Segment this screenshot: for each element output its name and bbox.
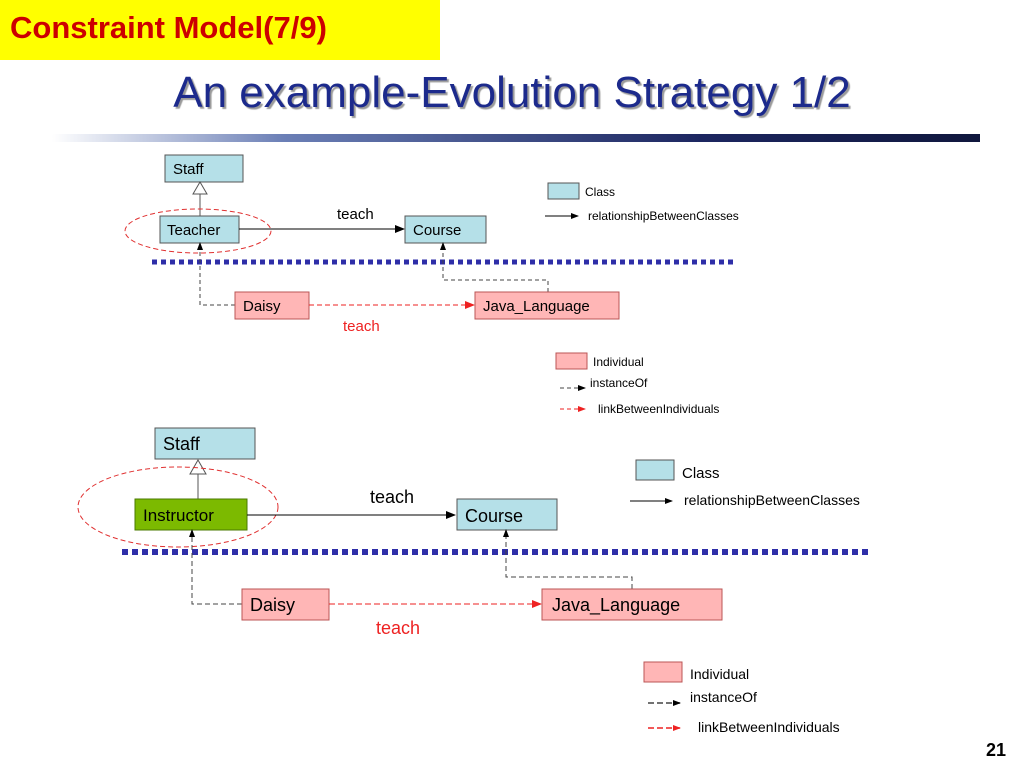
- individual-label-daisy: Daisy: [250, 595, 295, 615]
- section-tag: Constraint Model(7/9): [0, 0, 440, 60]
- legend-individual-swatch: [643, 661, 683, 683]
- legend-relationship-label: relationshipBetweenClasses: [684, 492, 860, 508]
- legend-instance-of-label: instanceOf: [590, 376, 648, 390]
- class-label-course: Course: [413, 222, 461, 239]
- inheritance-arrow-icon: [192, 181, 208, 195]
- individual-label-java-language: Java_Language: [552, 595, 680, 616]
- legend-class-label: Class: [585, 185, 615, 199]
- title-divider: [52, 134, 980, 142]
- legend-relationship-label: relationshipBetweenClasses: [588, 209, 739, 223]
- individual-link-label: teach: [343, 318, 380, 335]
- class-box-staff: [154, 427, 256, 460]
- class-box-course: [456, 498, 558, 531]
- individual-box-daisy: [241, 588, 330, 621]
- legend-individual-swatch: [555, 352, 588, 370]
- class-box-staff: [164, 154, 244, 183]
- inheritance-arrow-icon: [189, 458, 207, 475]
- slide-title: An example-Evolution Strategy 1/2: [173, 68, 851, 117]
- individual-box-java-language: [541, 588, 723, 621]
- legend-individual-label: Individual: [593, 355, 644, 369]
- relationship-label: teach: [370, 487, 414, 507]
- section-tag-label: Constraint Model(7/9): [10, 10, 327, 45]
- legend-instance-of-label: instanceOf: [690, 689, 757, 705]
- page-number: 21: [986, 740, 1007, 760]
- instance-of-arrow: [197, 242, 235, 306]
- legend-link-label: linkBetweenIndividuals: [698, 719, 840, 735]
- legend-link-label: linkBetweenIndividuals: [598, 402, 719, 416]
- legend-class-swatch: [547, 182, 580, 200]
- highlight-ellipse: [77, 466, 279, 548]
- instance-of-arrow: [440, 242, 549, 292]
- individual-link-label: teach: [376, 618, 420, 638]
- relationship-label: teach: [337, 206, 374, 223]
- instance-of-arrow: [189, 529, 242, 605]
- class-label-staff: Staff: [163, 434, 201, 454]
- class-label-teacher: Teacher: [167, 222, 220, 239]
- class-label-instructor: Instructor: [143, 506, 214, 525]
- individual-box-java-language: [474, 291, 620, 320]
- legend-class-swatch: [635, 459, 675, 481]
- instance-of-arrow: [503, 529, 633, 589]
- highlight-ellipse: [124, 208, 272, 254]
- diagram-before: Staff Teacher teach Course Daisy teach J…: [124, 154, 739, 416]
- individual-label-daisy: Daisy: [243, 298, 281, 315]
- legend-class-label: Class: [682, 465, 720, 482]
- individual-label-java-language: Java_Language: [483, 298, 590, 315]
- class-label-staff: Staff: [173, 161, 204, 178]
- diagram-after: Staff Instructor teach Course Daisy teac…: [77, 427, 868, 735]
- class-label-course: Course: [465, 506, 523, 526]
- legend-individual-label: Individual: [690, 666, 749, 682]
